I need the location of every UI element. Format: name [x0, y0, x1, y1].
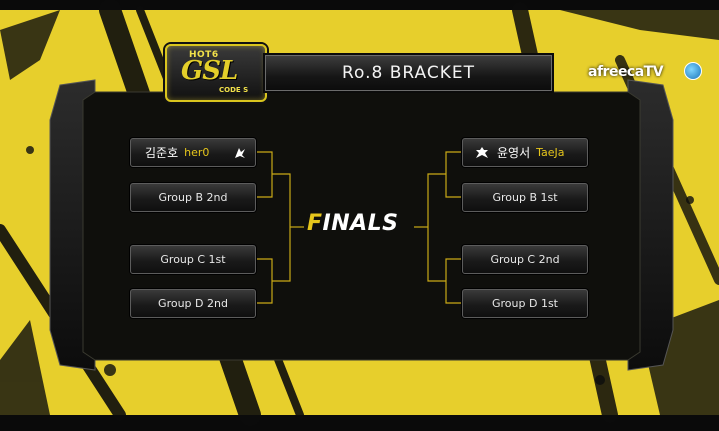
- player-name: 윤영서: [497, 146, 531, 160]
- right-connectors: [414, 151, 462, 304]
- player-name: 김준호: [145, 146, 179, 160]
- slot-label: Group C 2nd: [490, 253, 560, 266]
- slot-label: Group D 1st: [492, 297, 558, 310]
- tv-icon: [684, 62, 702, 80]
- slot-label: Group D 2nd: [158, 297, 228, 310]
- gsl-logo: HOT6 GSL CODE S: [165, 44, 267, 102]
- logo-sponsor-text: HOT6: [189, 50, 219, 60]
- logo-league-text: CODE S: [219, 86, 249, 94]
- bracket-slot-right-3: Group C 2nd: [462, 245, 588, 274]
- bracket-slot-left-2: Group B 2nd: [130, 183, 256, 212]
- terran-icon: [476, 147, 488, 158]
- left-connectors: [256, 151, 304, 304]
- broadcaster-logo: afreecaTV: [588, 64, 664, 80]
- bracket-slot-left-4: Group D 2nd: [130, 289, 256, 318]
- bracket-slot-right-1: 윤영서 TaeJa: [462, 138, 588, 167]
- slot-label: Group C 1st: [160, 253, 226, 266]
- bracket-slot-right-2: Group B 1st: [462, 183, 588, 212]
- player-id: TaeJa: [536, 146, 565, 159]
- slot-label: Group B 2nd: [158, 191, 228, 204]
- logo-main-text: GSL: [181, 56, 238, 86]
- player-id: her0: [184, 146, 210, 159]
- finals-label: FINALS: [307, 211, 399, 236]
- finals-rest: INALS: [322, 211, 399, 236]
- protoss-icon: [235, 148, 245, 158]
- slot-label: Group B 1st: [492, 191, 558, 204]
- bracket-slot-left-1: 김준호 her0: [130, 138, 256, 167]
- bracket-slot-right-4: Group D 1st: [462, 289, 588, 318]
- page-title: Ro.8 BRACKET: [341, 63, 476, 83]
- bracket-slot-left-3: Group C 1st: [130, 245, 256, 274]
- finals-first-letter: F: [307, 211, 323, 236]
- title-bar: Ro.8 BRACKET: [265, 55, 552, 91]
